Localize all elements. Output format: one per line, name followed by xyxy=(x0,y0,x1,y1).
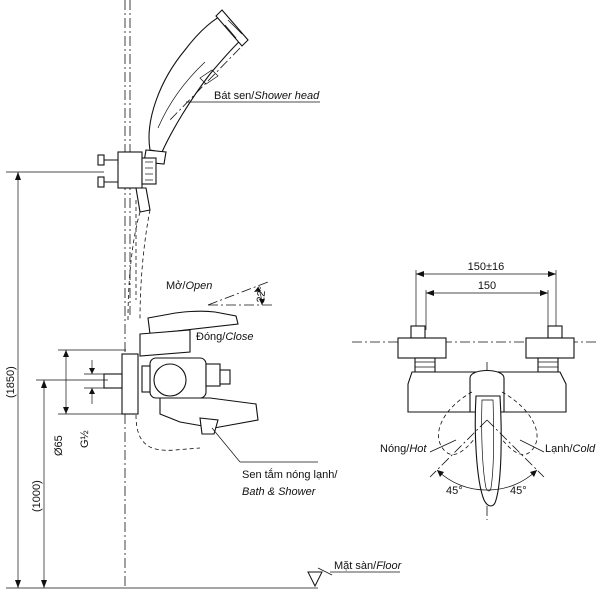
vertical-dimensions xyxy=(6,171,318,589)
hot-label: Nóng/Hot xyxy=(380,443,427,455)
bath-shower-label-line1: Sen tắm nóng lạnh/ xyxy=(242,468,338,481)
shower-head xyxy=(143,9,249,165)
mixer-hidden-outline xyxy=(135,200,201,451)
label-leaders xyxy=(186,101,400,573)
front-view-angle-arcs xyxy=(429,419,545,491)
height-mixer-label: (1000) xyxy=(31,480,43,512)
angle-open-label: 22° xyxy=(255,286,268,304)
width-range-label: 150±16 xyxy=(468,261,505,273)
handle-angle-construction xyxy=(207,281,275,306)
hot-cold-leaders xyxy=(429,439,545,453)
floor-label: Mặt sàn/Floor xyxy=(334,560,403,572)
bath-shower-label-line2: Bath & Shower xyxy=(242,486,317,498)
side-view-center-lines xyxy=(124,0,131,588)
height-head-label: (1850) xyxy=(5,366,17,398)
shower-bracket xyxy=(97,151,157,189)
floor-symbol xyxy=(307,567,333,588)
width-nominal-label: 150 xyxy=(478,280,496,292)
diameter-label: Ø65 xyxy=(53,435,65,456)
shower-hose xyxy=(127,187,151,321)
shower-head-label: Bát sen/Shower head xyxy=(214,90,320,102)
bath-mixer xyxy=(103,310,259,435)
thread-label: G½ xyxy=(79,430,91,448)
front-view-dimensions xyxy=(415,270,557,330)
cold-label: Lạnh/Cold xyxy=(545,443,596,455)
open-label: Mở/Open xyxy=(166,280,212,292)
angle-cold-label: 45° xyxy=(510,485,527,497)
front-view-mixer xyxy=(397,325,575,507)
angle-hot-label: 45° xyxy=(446,485,463,497)
close-label: Đóng/Close xyxy=(196,331,253,343)
